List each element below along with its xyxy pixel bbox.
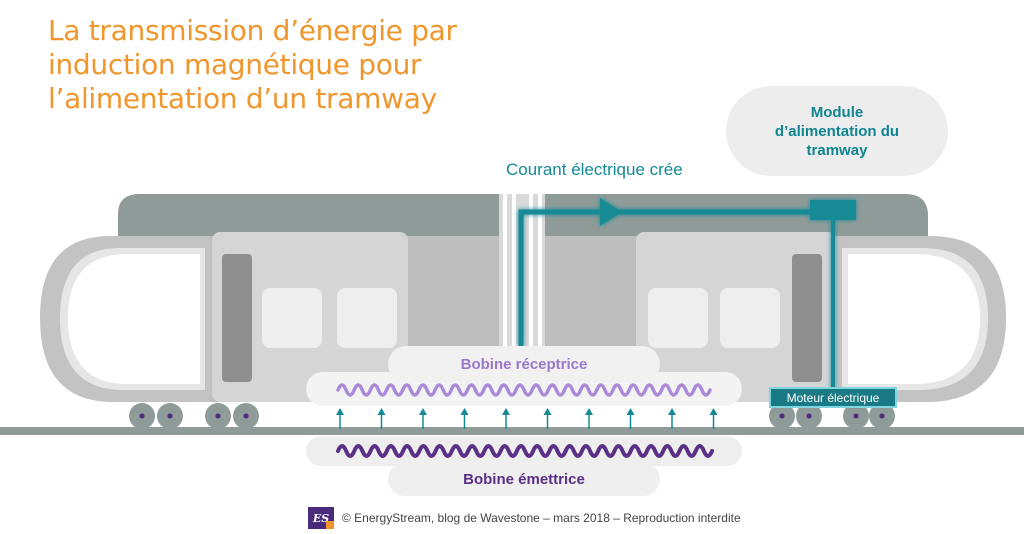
field-arrow-head	[543, 408, 552, 415]
current-path	[518, 198, 856, 394]
footer: ES © EnergyStream, blog de Wavestone – m…	[308, 507, 741, 529]
tram-window	[720, 288, 780, 348]
tram-left-door	[222, 254, 252, 382]
field-arrow-head	[668, 408, 676, 415]
tram-window	[337, 288, 397, 348]
field-arrow-head	[336, 408, 344, 415]
receiver-coil-label: Bobine réceptrice	[388, 346, 660, 382]
motor-label: Moteur électrique	[769, 387, 897, 408]
articulation-stripe	[503, 194, 507, 354]
receiver-coil-wave	[336, 383, 712, 397]
module-label-line: tramway	[806, 141, 868, 159]
rail	[0, 427, 1024, 435]
title-line: La transmission d’énergie par	[48, 14, 457, 47]
tram-window	[648, 288, 708, 348]
field-arrow-head	[377, 408, 386, 415]
current-arrow-head	[600, 198, 622, 226]
title-line: l’alimentation d’un tramway	[48, 82, 437, 115]
field-arrow-head	[585, 408, 593, 415]
power-module-block	[810, 200, 856, 220]
articulation-stripe	[529, 194, 533, 354]
articulation-stripe	[512, 194, 516, 354]
field-arrow-head	[709, 408, 718, 415]
page-title: La transmission d’énergie par induction …	[48, 14, 488, 116]
field-arrow-head	[419, 408, 427, 415]
field-arrow-head	[502, 408, 510, 415]
title-line: induction magnétique pour	[48, 48, 422, 81]
emitter-coil-wave	[336, 444, 714, 458]
tram-right-window	[848, 254, 980, 384]
field-arrow-head	[460, 408, 469, 415]
magnetic-field-arrows	[336, 408, 718, 429]
tram-right-door	[792, 254, 822, 382]
tram-left-window	[68, 254, 200, 384]
module-label-line: Module	[810, 103, 864, 121]
emitter-coil-label: Bobine émettrice	[388, 462, 660, 496]
wheels	[129, 403, 895, 429]
module-label-line: d’alimentation du	[774, 122, 900, 140]
copyright-text: © EnergyStream, blog de Wavestone – mars…	[342, 511, 741, 525]
current-label: Courant électrique crée	[506, 160, 683, 179]
energystream-logo: ES	[308, 507, 334, 529]
articulation-stripe	[538, 194, 542, 354]
field-arrow-head	[626, 408, 635, 415]
power-module-label: Module d’alimentation du tramway	[726, 86, 948, 176]
tram-window	[262, 288, 322, 348]
